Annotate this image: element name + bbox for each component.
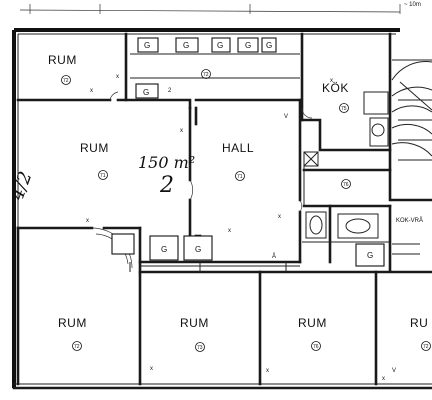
room-r9: RU 72 xyxy=(410,316,431,351)
cabinet-mark: G xyxy=(143,88,149,97)
small-mark: V xyxy=(284,114,288,120)
room-label: RU xyxy=(410,316,428,330)
room-label: RUM xyxy=(58,316,87,330)
cabinet-mark: G xyxy=(183,41,189,50)
door-mark: x xyxy=(86,218,89,224)
door-mark: x xyxy=(228,228,231,234)
room-r5: KÖK 75 xyxy=(322,81,349,113)
room-number: 72 xyxy=(423,344,429,350)
interior-walls xyxy=(16,32,432,386)
cabinet-mark: G xyxy=(217,41,223,50)
room-r8: RUM 76 xyxy=(298,316,327,351)
area-note: 150 m² xyxy=(138,153,195,172)
cabinet-mark: G xyxy=(245,41,251,50)
room-number: 71 xyxy=(100,173,106,179)
cabinets: G G G G G G G G G xyxy=(111,37,385,267)
room-number: 72 xyxy=(74,344,80,350)
cabinet-mark: G xyxy=(367,251,373,260)
room-r6: RUM 72 xyxy=(58,316,87,351)
room-label: RUM xyxy=(48,53,77,67)
door-mark: x xyxy=(266,368,269,374)
kokvra-label: KOK-VRÅ xyxy=(396,217,423,224)
room-label: HALL xyxy=(222,141,254,155)
floor-number: 2 xyxy=(159,173,174,198)
room-label: KÖK xyxy=(322,81,349,95)
room-label: RUM xyxy=(180,316,209,330)
door-mark: x xyxy=(180,128,183,134)
small-mark: Å xyxy=(272,253,276,260)
cabinet-mark: G xyxy=(195,245,201,254)
room-r2: 72 xyxy=(201,69,211,79)
door-marks: x x x x x x x x x x xyxy=(86,74,385,382)
room-number: 73 xyxy=(197,345,203,351)
cabinet-mark: G xyxy=(266,41,272,50)
door-mark: x xyxy=(90,88,93,94)
small-mark: V xyxy=(392,368,396,374)
door-mark: x xyxy=(278,214,281,220)
room-number: 72 xyxy=(203,72,209,78)
room-number: 75 xyxy=(341,106,347,112)
cabinet-mark: G xyxy=(161,245,167,254)
outer-walls xyxy=(12,4,432,390)
door-mark: x xyxy=(330,78,333,84)
cabinet-mark: G xyxy=(144,41,150,50)
room-number: 71 xyxy=(237,174,243,180)
door-mark: x xyxy=(382,376,385,382)
room-r3: RUM 71 xyxy=(80,141,109,180)
room-label: RUM xyxy=(298,316,327,330)
door-mark: x xyxy=(150,366,153,372)
fixtures xyxy=(129,91,389,272)
room-r7: RUM 73 xyxy=(180,316,209,352)
door-mark: x xyxy=(116,74,119,80)
room-r10: 76 xyxy=(341,179,351,189)
margin-note: 4/2 xyxy=(6,169,36,204)
top-note: ~ 10m xyxy=(404,2,421,8)
small-marks: V 2 Å V xyxy=(168,88,396,374)
room-label: RUM xyxy=(80,141,109,155)
small-mark: 2 xyxy=(168,88,172,94)
room-r1: RUM 72 xyxy=(48,53,77,85)
room-number: 72 xyxy=(63,78,69,84)
room-number: 76 xyxy=(313,344,319,350)
room-r4: HALL 71 xyxy=(222,141,254,181)
room-number: 76 xyxy=(343,182,349,188)
